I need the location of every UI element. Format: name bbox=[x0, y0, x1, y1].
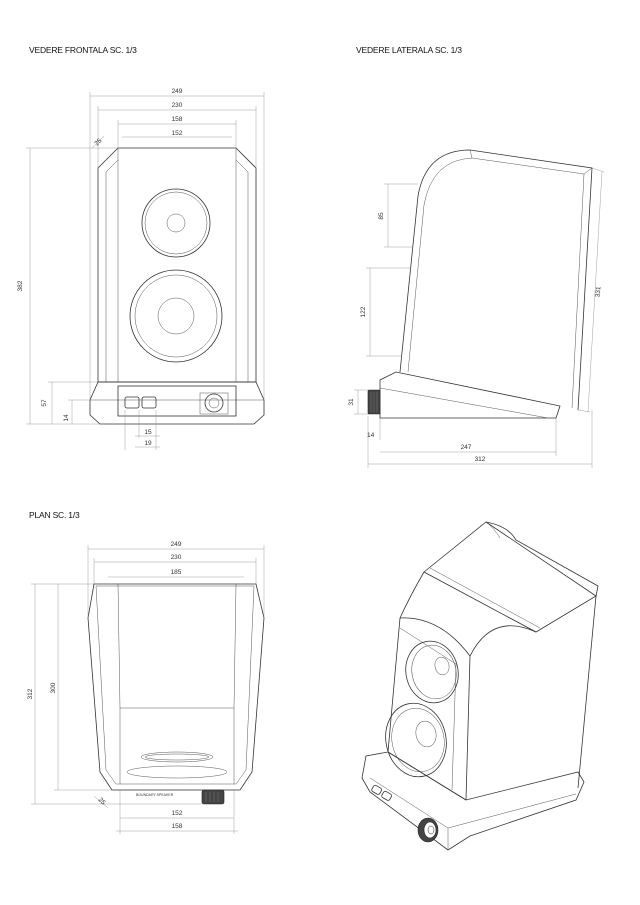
dim-side-331: 331 bbox=[595, 286, 603, 298]
dim-plan-152: 152 bbox=[172, 810, 183, 817]
woofer-dome bbox=[157, 297, 195, 335]
dim-front-14: 14 bbox=[63, 414, 70, 422]
port-left bbox=[124, 396, 140, 409]
iso-body-curve bbox=[399, 571, 425, 619]
dim-plan-185: 185 bbox=[171, 569, 182, 576]
side-base bbox=[379, 371, 561, 419]
dim-plan-230: 230 bbox=[171, 554, 182, 561]
dim-front-230: 230 bbox=[172, 102, 183, 109]
dim-side-122: 122 bbox=[360, 306, 367, 317]
iso-woofer bbox=[385, 702, 447, 778]
front-body-outline bbox=[97, 147, 257, 383]
dim-side-247: 247 bbox=[461, 444, 472, 451]
plan-view-title: PLAN SC. 1/3 bbox=[29, 510, 80, 520]
dim-front-chamfer: 25 bbox=[93, 137, 103, 147]
iso-port-right bbox=[381, 790, 392, 801]
dim-plan-chamfer: 25 bbox=[97, 796, 107, 806]
dim-side-14: 14 bbox=[367, 432, 375, 439]
isometric-view bbox=[361, 521, 599, 851]
front-view-title: VEDERE FRONTALA SC. 1/3 bbox=[29, 45, 137, 55]
dim-side-85: 85 bbox=[378, 212, 385, 220]
plan-label: BOUNDARY SPEAKER bbox=[136, 793, 174, 797]
dim-front-158: 158 bbox=[172, 116, 183, 123]
side-view: 85 122 331 31 14 247 bbox=[348, 149, 605, 468]
plan-dimensions: 249 230 185 312 300 25 152 158 bbox=[27, 541, 265, 834]
dim-plan-312: 312 bbox=[27, 688, 34, 699]
dim-side-312: 312 bbox=[475, 456, 486, 463]
iso-port-left bbox=[371, 784, 382, 795]
dim-front-57: 57 bbox=[41, 399, 48, 407]
plan-knob bbox=[201, 789, 225, 805]
iso-tweeter bbox=[405, 640, 459, 704]
iso-top bbox=[423, 521, 597, 633]
front-base bbox=[89, 381, 265, 425]
volume-knob bbox=[204, 393, 224, 413]
plan-view: BOUNDARY SPEAKER 249 230 185 312 300 bbox=[27, 541, 265, 834]
woofer-outer bbox=[129, 269, 223, 363]
tweeter-outer bbox=[141, 188, 211, 258]
dim-front-382: 382 bbox=[17, 280, 24, 291]
side-body-outline bbox=[399, 149, 593, 411]
plan-outer bbox=[87, 583, 265, 791]
side-dimensions: 85 122 331 31 14 247 bbox=[348, 167, 605, 468]
iso-front-face bbox=[399, 617, 471, 657]
dim-front-249: 249 bbox=[172, 88, 183, 95]
side-view-title: VEDERE LATERALA SC. 1/3 bbox=[356, 45, 462, 55]
port-right bbox=[141, 396, 157, 409]
dim-front-15: 15 bbox=[144, 429, 152, 436]
front-dimensions: 249 230 158 152 25 382 57 14 bbox=[17, 88, 265, 450]
dim-front-19: 19 bbox=[144, 440, 152, 447]
iso-base bbox=[361, 751, 585, 851]
dim-plan-249: 249 bbox=[171, 541, 182, 548]
tweeter-dome bbox=[166, 213, 186, 233]
dim-plan-158: 158 bbox=[172, 823, 183, 830]
dim-plan-300: 300 bbox=[50, 682, 57, 693]
dim-side-31: 31 bbox=[348, 398, 355, 406]
front-view: 249 230 158 152 25 382 57 14 bbox=[17, 88, 265, 450]
dim-front-152: 152 bbox=[172, 130, 183, 137]
